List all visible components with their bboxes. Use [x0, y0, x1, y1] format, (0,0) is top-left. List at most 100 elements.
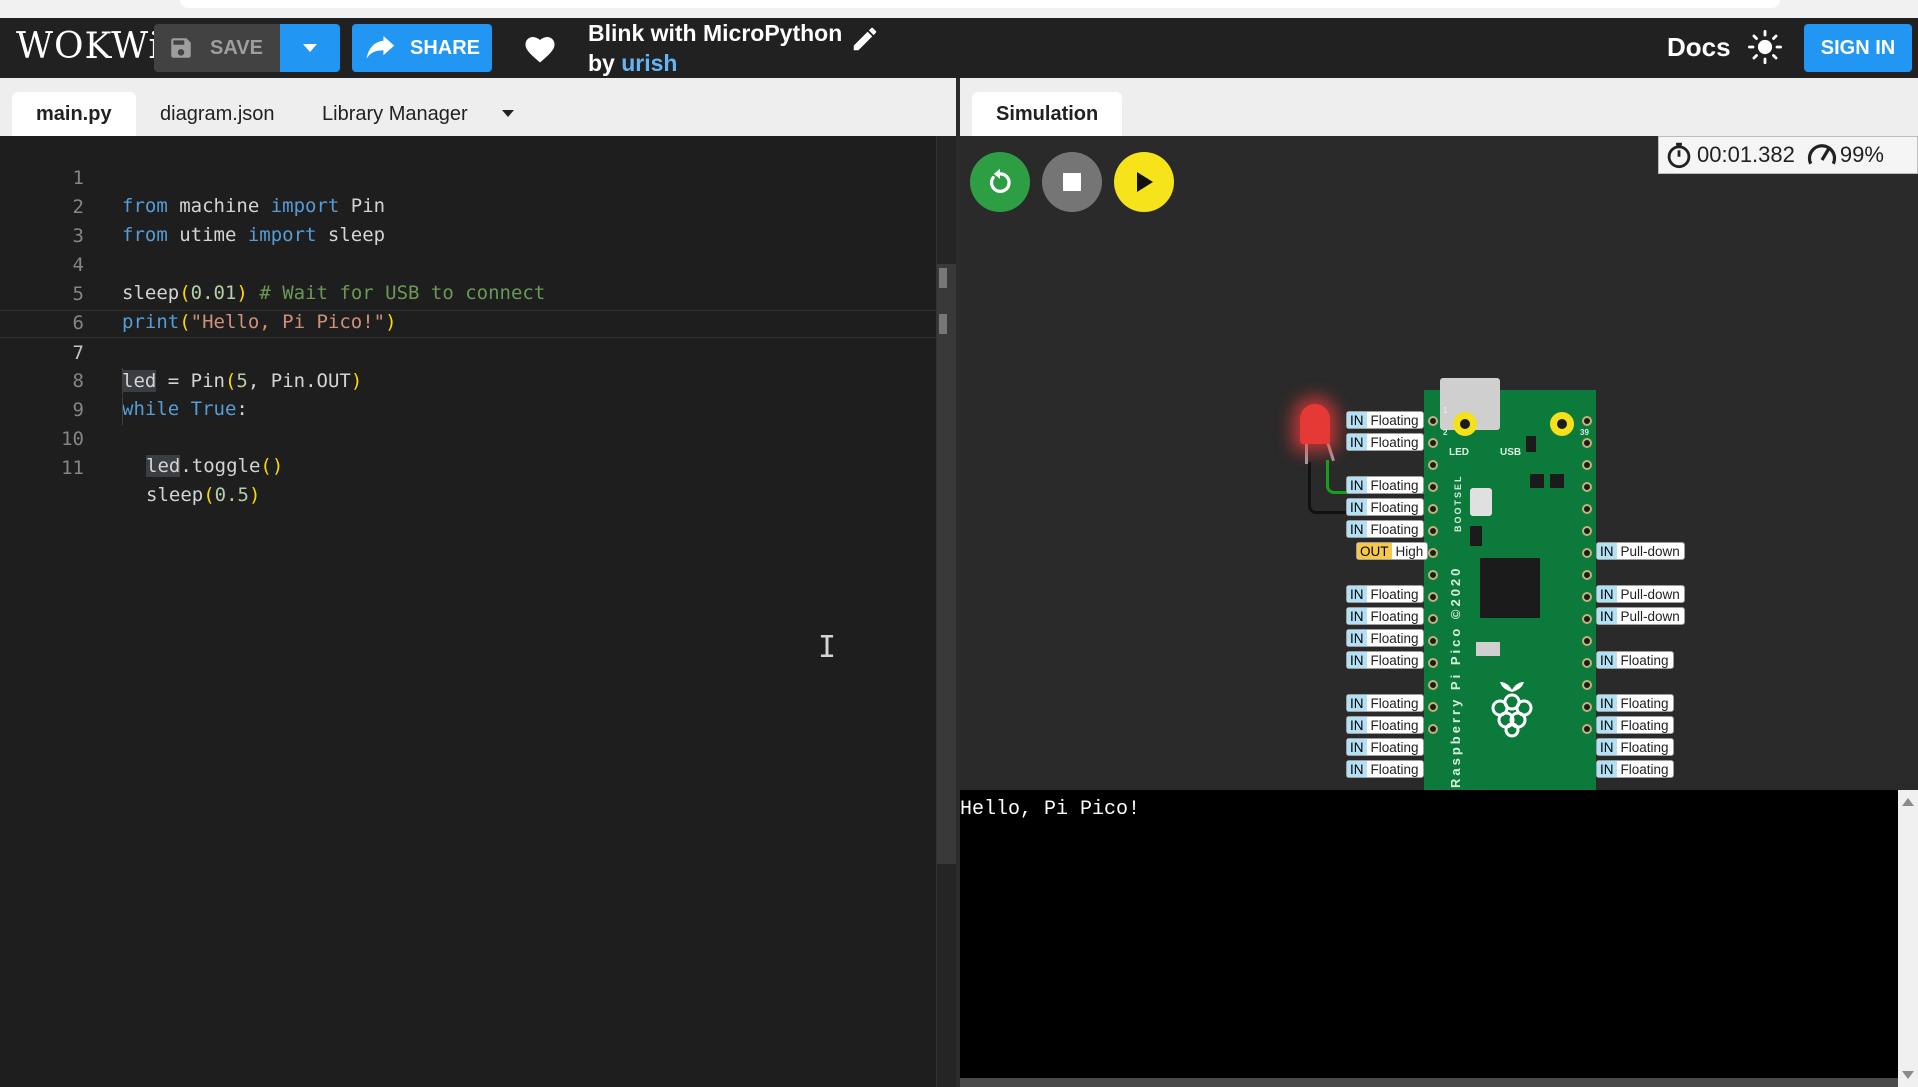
edit-title-button[interactable]: [850, 24, 880, 59]
pin-state: Floating: [1370, 630, 1419, 646]
pin-pad[interactable]: [1428, 636, 1438, 646]
red-led[interactable]: [1300, 404, 1330, 444]
share-button[interactable]: SHARE: [352, 24, 492, 72]
line-content: from machine import Pin: [122, 192, 385, 220]
stop-button[interactable]: [1042, 152, 1102, 212]
pin-state: Pull-down: [1620, 608, 1680, 624]
pane-divider[interactable]: [956, 78, 960, 1087]
pin-pad[interactable]: [1582, 526, 1592, 536]
pin-pad[interactable]: [1428, 460, 1438, 470]
pin-pad[interactable]: [1428, 702, 1438, 712]
code-token: sleep: [122, 282, 180, 304]
rp2040-chip: [1480, 558, 1540, 618]
pin-pad[interactable]: [1428, 416, 1438, 426]
serial-output: Hello, Pi Pico!: [960, 798, 1141, 821]
serial-monitor[interactable]: Hello, Pi Pico!: [960, 790, 1898, 1087]
restart-button[interactable]: [970, 152, 1030, 212]
code-line: 10 sleep(0.5): [0, 397, 936, 506]
sun-icon: [1748, 30, 1782, 64]
docs-link[interactable]: Docs: [1667, 32, 1731, 62]
code-line: 1 from machine import Pin: [0, 136, 936, 217]
line-number: 3: [72, 225, 84, 247]
simulation-tab-bar: Simulation: [960, 78, 1918, 136]
pin-pad[interactable]: [1582, 548, 1592, 558]
pin-pad[interactable]: [1582, 658, 1592, 668]
pin-pad[interactable]: [1428, 592, 1438, 602]
pin-pad[interactable]: [1582, 592, 1592, 602]
editor-tab-bar: main.py diagram.json Library Manager: [0, 78, 958, 136]
heart-icon: [525, 36, 555, 63]
pin-pad[interactable]: [1428, 438, 1438, 448]
scroll-down-arrow-icon[interactable]: [1902, 1071, 1914, 1079]
pin-pad[interactable]: [1582, 504, 1592, 514]
pin-pad[interactable]: [1582, 460, 1592, 470]
theme-toggle[interactable]: [1748, 30, 1782, 69]
play-button[interactable]: [1114, 152, 1174, 212]
serial-horizontal-scrollbar[interactable]: [960, 1078, 1898, 1087]
pin-pad[interactable]: [1428, 658, 1438, 668]
sign-in-button[interactable]: SIGN IN: [1804, 24, 1912, 72]
author-link[interactable]: urish: [621, 50, 678, 76]
line-number: 1: [72, 167, 84, 189]
save-options-button[interactable]: [280, 24, 340, 72]
pin-pad[interactable]: [1428, 570, 1438, 580]
tab-library-manager[interactable]: Library Manager: [322, 102, 468, 125]
tab-main-py[interactable]: main.py: [12, 92, 136, 136]
scrollbar-thumb[interactable]: [937, 264, 957, 864]
simulation-canvas[interactable]: 00:01.382 99% LED USB 1 2 39 BOOTSEL Ras…: [960, 136, 1918, 790]
pin-state: Floating: [1370, 739, 1419, 755]
code-token: (: [224, 370, 237, 392]
tab-diagram-json[interactable]: diagram.json: [160, 102, 275, 125]
pin-state: Floating: [1370, 586, 1419, 602]
code-line: 4 sleep(0.01) # Wait for USB to connect: [0, 223, 936, 304]
pin-pad[interactable]: [1582, 614, 1592, 624]
save-button[interactable]: SAVE: [154, 24, 280, 72]
pin-pad[interactable]: [1582, 680, 1592, 690]
bootsel-button[interactable]: [1470, 488, 1492, 516]
pin-direction: IN: [1597, 739, 1617, 755]
pin-pad[interactable]: [1582, 724, 1592, 734]
like-button[interactable]: [522, 32, 558, 69]
pin-pad[interactable]: [1428, 548, 1438, 558]
chevron-down-icon: [303, 44, 317, 52]
pin-pad[interactable]: [1582, 702, 1592, 712]
pin-pad[interactable]: [1582, 570, 1592, 580]
tab-simulation[interactable]: Simulation: [972, 92, 1123, 136]
scroll-up-arrow-icon[interactable]: [1902, 798, 1914, 806]
code-editor[interactable]: 1 from machine import Pin 2 from utime i…: [0, 136, 936, 1087]
wokwi-logo[interactable]: WOKWi: [16, 26, 162, 67]
pin-pad[interactable]: [1582, 636, 1592, 646]
serial-scrollbar[interactable]: [1898, 790, 1918, 1087]
code-token: machine: [167, 195, 271, 217]
pin-pad[interactable]: [1582, 438, 1592, 448]
pin-direction: IN: [1347, 434, 1367, 450]
browser-url-bar[interactable]: [180, 0, 1780, 8]
pin-state: Pull-down: [1620, 543, 1680, 559]
pin-pad[interactable]: [1428, 526, 1438, 536]
pin-pad[interactable]: [1428, 504, 1438, 514]
code-line: 9 led.toggle(): [0, 368, 936, 477]
editor-scrollbar[interactable]: [936, 136, 958, 1087]
pin-pad[interactable]: [1582, 482, 1592, 492]
pin-pad[interactable]: [1428, 724, 1438, 734]
code-token: (: [179, 282, 191, 304]
pin-pad[interactable]: [1428, 680, 1438, 690]
stopwatch-icon: [1667, 142, 1691, 169]
pin-pad[interactable]: [1428, 614, 1438, 624]
scrollbar-marker: [939, 314, 947, 334]
tab-menu-chevron-icon[interactable]: [502, 110, 514, 117]
pin-state: Floating: [1620, 739, 1669, 755]
pin-pad[interactable]: [1428, 482, 1438, 492]
code-token: (: [203, 484, 215, 506]
code-token: 0.5: [214, 484, 249, 506]
pin-pad[interactable]: [1582, 416, 1592, 426]
